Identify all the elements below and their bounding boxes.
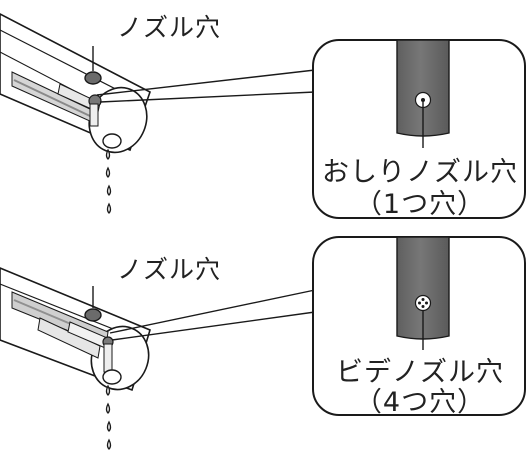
callout-holes-bottom: （4つ穴）: [354, 387, 486, 418]
callout-leaders-top: [96, 69, 316, 103]
seat-body-bottom: [0, 267, 151, 392]
nozzle-hole-marker-top: [84, 71, 102, 85]
nozzle-tip-top: [396, 39, 450, 137]
water-drops-bottom: [105, 384, 112, 450]
nozzle-hole-marker-bottom: [84, 308, 102, 322]
four-hole-icon: [414, 294, 432, 312]
callout-leaders-bottom: [109, 289, 316, 341]
nozzle-tip-bottom: [396, 236, 450, 340]
callout-holes-top: （1つ穴）: [354, 189, 486, 220]
callout-title-top: おしりノズル穴: [322, 157, 518, 188]
panel-bottom: [0, 236, 526, 450]
seat-body-top: [0, 13, 151, 154]
callout-title-bottom: ビデノズル穴: [336, 357, 504, 388]
panel-top: [0, 13, 526, 219]
nozzle-hole-label-top: ノズル穴: [117, 13, 222, 42]
water-drops-top: [105, 148, 112, 214]
nozzle-hole-label-bottom: ノズル穴: [117, 255, 222, 284]
